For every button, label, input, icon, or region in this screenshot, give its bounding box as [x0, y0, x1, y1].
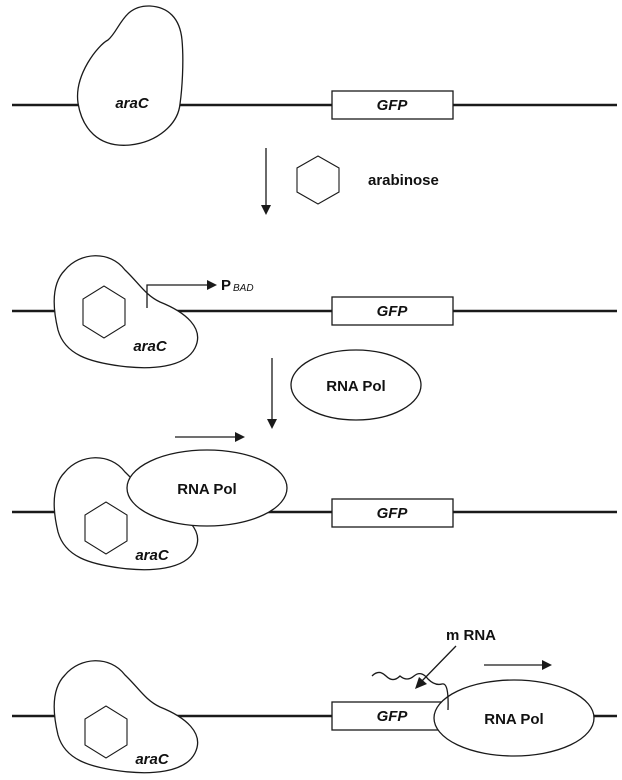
gfp-label: GFP: [377, 303, 409, 320]
gfp-label: GFP: [377, 708, 409, 725]
transcription-direction-arrow-head: [235, 432, 245, 442]
arac-label: araC: [135, 547, 170, 564]
gfp-label: GFP: [377, 505, 409, 522]
transition-2: RNA Pol: [267, 349, 422, 429]
gfp-gene-box: [331, 90, 454, 120]
mrna-pointer-arrow: [419, 645, 457, 684]
arac-label: araC: [135, 751, 170, 768]
promoter-arrow-head: [207, 280, 217, 290]
arac-hexagon-complex: [53, 660, 199, 774]
arabinose-hexagon: [84, 501, 128, 555]
arac-label: araC: [115, 95, 150, 112]
down-arrow-head: [261, 205, 271, 215]
stage-4: araC GFP RNA Pol m RNA: [12, 627, 617, 774]
gfp-gene-box: [331, 296, 454, 326]
arabinose-hexagon: [84, 705, 128, 759]
mrna-label: m RNA: [446, 627, 496, 644]
gfp-label: GFP: [377, 97, 409, 114]
mrna-strand: [371, 671, 449, 711]
arac-label: araC: [133, 338, 168, 355]
rna-pol-label: RNA Pol: [326, 378, 385, 395]
arac-protein: [76, 5, 184, 146]
rna-polymerase: [433, 679, 595, 757]
arabinose-hexagon: [296, 155, 340, 205]
arac-hexagon-complex: [53, 255, 199, 369]
stage-3: araC RNA Pol GFP: [12, 432, 617, 571]
promoter-arrow: [146, 284, 208, 308]
arabinose-hexagon: [82, 285, 126, 339]
rna-pol-label: RNA Pol: [484, 711, 543, 728]
down-arrow-head: [267, 419, 277, 429]
transcription-direction-arrow-head: [542, 660, 552, 670]
rna-polymerase: [290, 349, 422, 421]
rna-polymerase: [126, 449, 288, 527]
gfp-gene-box: [331, 498, 454, 528]
transition-1: arabinose: [261, 148, 439, 215]
rna-pol-label: RNA Pol: [177, 481, 236, 498]
mrna-pointer-arrow-head: [415, 677, 427, 689]
stage-1: araC GFP: [12, 5, 617, 146]
arabinose-label: arabinose: [368, 172, 439, 189]
